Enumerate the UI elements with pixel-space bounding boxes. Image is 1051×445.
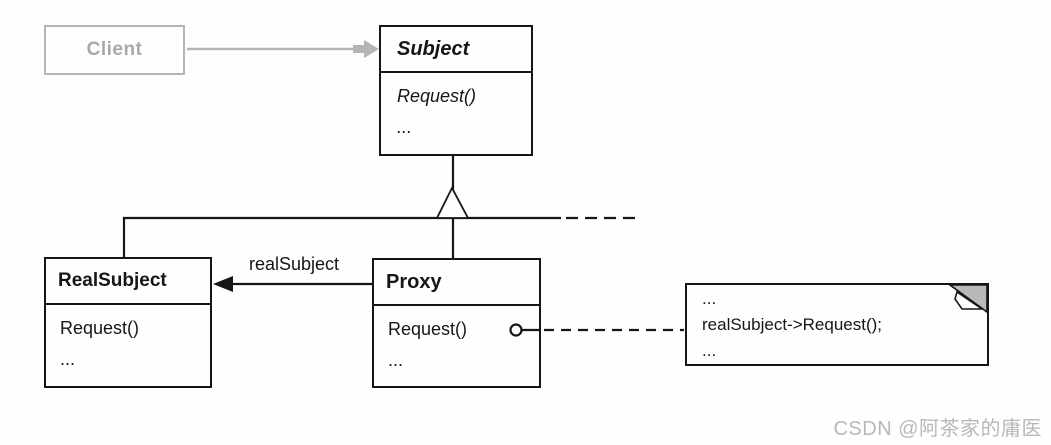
method-label: Request() <box>397 86 477 106</box>
watermark-text: CSDN @阿茶家的庸医 <box>833 418 1042 440</box>
subject-class-name: Subject <box>397 37 470 60</box>
note-line: realSubject->Request(); <box>702 315 883 334</box>
subject-class-title: Subject <box>381 27 531 73</box>
method-label: Request() <box>60 318 140 338</box>
method-ellipsis: ... <box>397 117 413 137</box>
client-subject-arrow-head-icon <box>353 40 379 58</box>
proxy-class-body: Request() ... <box>374 306 539 371</box>
realsubject-class-name: RealSubject <box>58 270 167 291</box>
generalization-triangle-icon <box>435 186 470 219</box>
proxy-class-box: Proxy Request() ... <box>372 258 541 388</box>
association-label-realsubject: realSubject <box>249 254 340 274</box>
realsubject-class-body: Request() ... <box>46 305 210 370</box>
method-ellipsis: ... <box>60 349 76 369</box>
client-class-box: Client <box>44 25 185 75</box>
proxy-realsubject-arrow-head-icon <box>213 276 233 292</box>
note-line: ... <box>702 341 717 360</box>
proxy-class-name: Proxy <box>386 270 442 293</box>
method-label: Request() <box>388 319 468 339</box>
subject-class-body: Request() ... <box>381 73 531 138</box>
note-box: ... realSubject->Request(); ... <box>685 283 989 366</box>
subject-class-box: Subject Request() ... <box>379 25 533 156</box>
client-class-name: Client <box>86 39 143 60</box>
realsubject-class-box: RealSubject Request() ... <box>44 257 212 388</box>
proxy-class-title: Proxy <box>374 260 539 306</box>
realsubject-class-title: RealSubject <box>46 259 210 305</box>
note-line: ... <box>702 289 717 308</box>
method-ellipsis: ... <box>388 350 404 370</box>
